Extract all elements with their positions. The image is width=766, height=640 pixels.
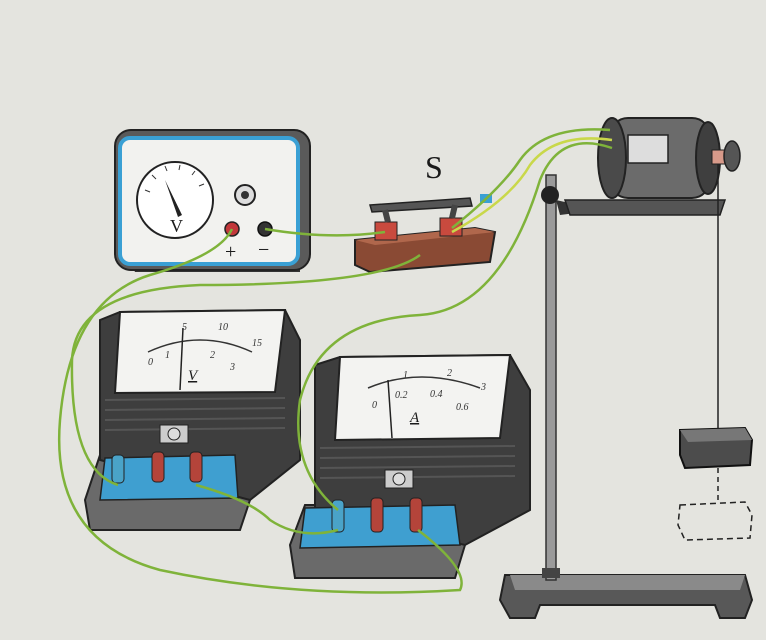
scale-label: 2: [210, 350, 215, 361]
voltmeter-terminal-15[interactable]: [189, 451, 203, 483]
voltmeter-terminal-neg[interactable]: [111, 454, 125, 484]
scale-label: 0.2: [395, 390, 408, 401]
power-supply: V + −: [114, 129, 311, 272]
knife-switch[interactable]: [354, 194, 497, 274]
switch-label: S: [425, 149, 443, 185]
electric-motor: [563, 117, 741, 216]
scale-label: 3: [480, 382, 486, 393]
scale-label: 0: [372, 400, 377, 411]
ammeter-terminal-0.6[interactable]: [370, 497, 384, 533]
zero-adjust-screw[interactable]: [392, 472, 406, 486]
voltmeter-terminal-3[interactable]: [151, 451, 165, 483]
voltmeter: 0 5 10 15 1 2 3 V: [83, 308, 301, 531]
iron-stand: [498, 174, 754, 619]
ammeter-terminal-3[interactable]: [409, 497, 423, 533]
hanging-weight: [679, 426, 754, 470]
voltmeter-face: [113, 308, 287, 395]
plus-label: +: [225, 241, 236, 263]
power-dial: [136, 161, 214, 239]
power-dial-label: V: [170, 216, 183, 236]
scale-label: 0.4: [430, 389, 443, 400]
voltmeter-unit: V: [188, 368, 199, 384]
scale-label: 2: [447, 368, 452, 379]
scale-label: 0.6: [456, 402, 469, 413]
wires: [57, 128, 613, 594]
ammeter-needle: [387, 379, 393, 439]
ammeter: 1 2 3 0 0.2 0.4 0.6 A: [288, 353, 531, 579]
minus-label: −: [258, 239, 269, 261]
scale-label: 5: [182, 322, 187, 333]
zero-adjust-screw[interactable]: [167, 427, 181, 441]
scale-label: 15: [252, 338, 262, 349]
pulley-icon: [723, 140, 741, 172]
ammeter-unit: A: [409, 410, 420, 426]
scale-label: 3: [229, 362, 235, 373]
voltmeter-needle: [179, 327, 184, 391]
scale-label: 0: [148, 357, 153, 368]
scale-label: 10: [218, 322, 228, 333]
scale-label: 1: [165, 350, 170, 361]
clamp-knob-icon: [541, 186, 559, 204]
raised-weight-outline: [677, 501, 753, 541]
ammeter-face: [333, 353, 512, 442]
scale-label: 1: [403, 370, 408, 381]
